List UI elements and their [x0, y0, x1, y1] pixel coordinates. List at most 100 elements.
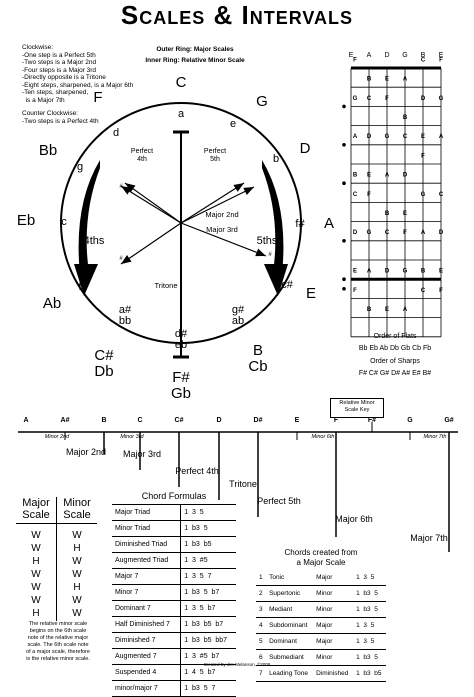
arrowhead — [121, 186, 132, 195]
interval-line — [180, 182, 245, 224]
clockwise-line: -Four steps is a Major 3rd — [22, 66, 97, 74]
relative-minor-key-box: Relative Minor Scale Key — [330, 398, 384, 418]
minor-step: H — [73, 543, 81, 554]
fret-dot — [342, 181, 346, 185]
inner-ring-label: b — [273, 153, 279, 165]
clockwise-heading: Clockwise: — [22, 44, 54, 51]
fret-note: E — [353, 269, 357, 275]
fret-note: E — [385, 307, 389, 313]
sharp-mark: # — [268, 252, 272, 258]
major-interval-label: Major 7th — [410, 533, 448, 543]
major-interval-label: Major 3rd — [123, 449, 161, 459]
major-step: W — [31, 530, 41, 541]
scale-chord-cell: Major — [313, 570, 354, 586]
scale-chord-cell: 1 b3 5 — [353, 649, 386, 666]
chord-name: Minor Triad — [112, 520, 182, 537]
fret-note: D — [421, 96, 426, 102]
fret-note: F — [353, 57, 357, 63]
outer-ring-label: F#Gb — [171, 369, 191, 402]
fret-note: B — [421, 269, 426, 275]
fret-dot — [342, 277, 346, 281]
major-step: H — [32, 556, 40, 567]
string-name: E — [349, 52, 354, 59]
fourths-arrowhead — [74, 264, 98, 296]
fret-note: G — [385, 134, 390, 140]
clockwise-line: is a Major 7th — [22, 96, 65, 104]
counter-line: -Two steps is a Perfect 4th — [22, 117, 99, 125]
interval-label: Major 2nd — [205, 210, 238, 219]
fret-note: C — [367, 96, 372, 102]
fret-dot — [342, 143, 346, 147]
scale-chord-cell: 1 3 5 — [353, 570, 386, 586]
fret-note: C — [439, 192, 444, 198]
fret-note: A — [385, 173, 390, 179]
chromatic-note: G# — [444, 417, 453, 424]
fret-note: F — [439, 57, 443, 63]
inner-ring-label: f — [78, 281, 82, 293]
major-interval-label: Perfect 4th — [175, 466, 219, 476]
chord-name: Dominant 7 — [112, 600, 182, 617]
scale-chord-cell: 6 — [256, 649, 267, 666]
fret-note: C — [353, 192, 358, 198]
minor-step: W — [72, 595, 82, 606]
scale-chord-cell: Diminished — [313, 665, 354, 682]
string-name: A — [367, 52, 372, 59]
fret-note: D — [367, 134, 372, 140]
arrowhead — [243, 187, 254, 196]
chromatic-note: B — [101, 417, 106, 424]
chord-formula: 1 b3 b5 b7 — [180, 616, 236, 633]
chord-name: Diminished 7 — [112, 632, 182, 649]
major-step: W — [31, 582, 41, 593]
string-name: D — [384, 52, 389, 59]
fourths-arc-arrow — [78, 160, 100, 290]
sharp-mark: # — [119, 256, 123, 262]
major-interval-label: Major 2nd — [66, 447, 106, 457]
chord-formula: 1 b3 5 7 — [180, 680, 236, 697]
fret-note: G — [353, 96, 358, 102]
minor-interval-label: Minor 3rd — [120, 434, 144, 440]
chromatic-note: F — [334, 417, 339, 424]
major-step: H — [32, 608, 40, 619]
fret-dot — [342, 287, 346, 291]
inner-ring-label: e — [230, 118, 236, 130]
inner-ring-label: c — [61, 216, 67, 228]
scale-chord-cell: 5 — [256, 633, 267, 650]
clockwise-line: -One step is a Perfect 5th — [22, 51, 96, 59]
outer-ring-label: D — [300, 140, 311, 157]
outer-ring-label: G — [256, 93, 268, 110]
fret-note: F — [367, 192, 371, 198]
interval-line — [124, 182, 182, 224]
chromatic-note: C# — [175, 417, 184, 424]
counter-heading: Counter Clockwise: — [22, 110, 78, 117]
scale-chord-cell: Leading Tone — [266, 665, 314, 682]
fret-note: F — [353, 288, 357, 294]
fret-note: F — [439, 288, 443, 294]
fret-note: E — [403, 211, 407, 217]
outer-ring-label: C#Db — [94, 347, 114, 380]
outer-ring-label: Eb — [17, 212, 35, 229]
inner-ring-label: a#bb — [119, 304, 132, 327]
fret-note: B — [367, 77, 372, 83]
fret-note: F — [403, 230, 407, 236]
credit: Created by Jim Melanson, ©2008 — [203, 662, 271, 667]
sharps-list: F# C# G# D# A# E# B# — [358, 370, 432, 377]
outer-ring-label: Ab — [43, 295, 61, 312]
string-name: G — [402, 52, 407, 59]
fret-note: C — [403, 134, 408, 140]
flats-list: Bb Eb Ab Db Gb Cb Fb — [358, 345, 432, 352]
outer-ring-label: E — [306, 285, 316, 302]
